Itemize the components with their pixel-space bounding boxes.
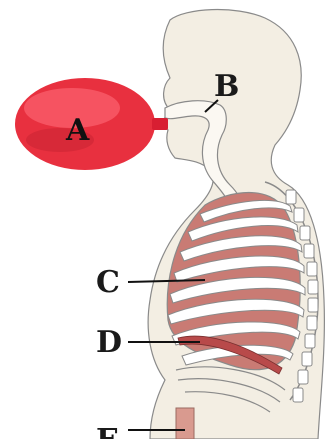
label-b: B (214, 69, 239, 104)
label-c: C (96, 265, 120, 300)
label-e: E (96, 423, 119, 439)
balloon-icon (15, 78, 168, 170)
label-d: D (96, 325, 122, 360)
label-a: A (65, 113, 90, 148)
abdomen-tube (176, 408, 194, 439)
